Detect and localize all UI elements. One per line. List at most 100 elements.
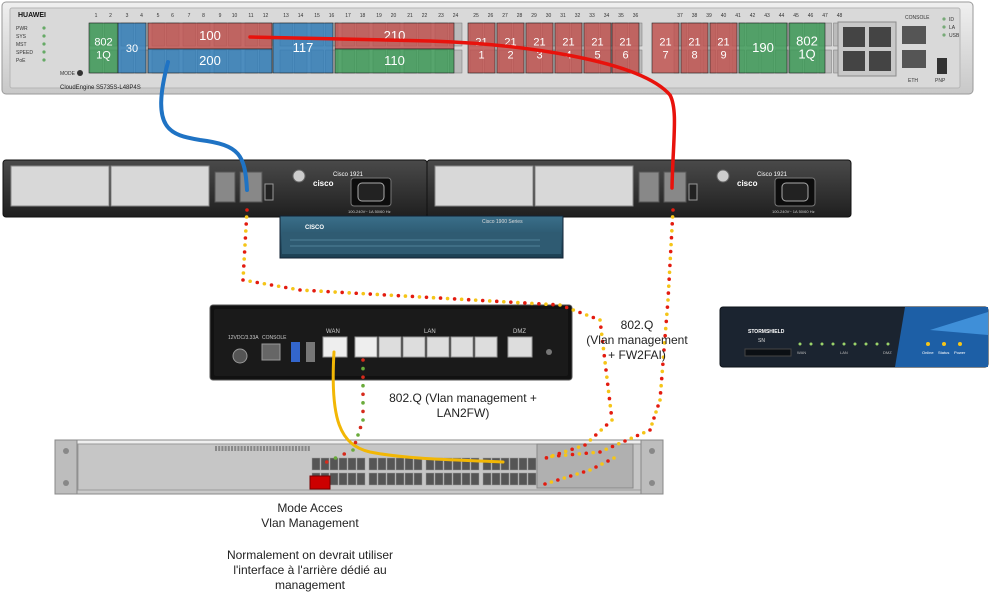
rack-port[interactable]	[320, 457, 330, 471]
fw-lan-port[interactable]	[354, 336, 378, 358]
router-port[interactable]	[638, 171, 660, 203]
link-dot	[594, 465, 598, 469]
port-number: 6	[171, 13, 174, 19]
rack-port[interactable]	[386, 472, 396, 486]
vlan-group: 210	[334, 22, 455, 50]
rack-vent	[231, 446, 233, 451]
rack-vent	[227, 446, 230, 451]
rack-port[interactable]	[338, 472, 348, 486]
router-port[interactable]	[663, 171, 687, 203]
sfp-port[interactable]	[843, 51, 865, 71]
console-port[interactable]	[902, 26, 926, 44]
rack-port[interactable]	[347, 472, 357, 486]
rack-port[interactable]	[377, 472, 387, 486]
rack-port[interactable]	[491, 472, 501, 486]
link-dot	[242, 264, 246, 268]
rack-port[interactable]	[395, 472, 405, 486]
link-dot	[666, 291, 671, 295]
blue-cable	[159, 60, 249, 192]
router-port[interactable]	[214, 171, 236, 203]
rack-port[interactable]	[356, 472, 366, 486]
rack-port[interactable]	[518, 457, 528, 471]
rack-port[interactable]	[425, 472, 435, 486]
rack-mgmt-port[interactable]	[309, 475, 331, 490]
rack-port[interactable]	[338, 457, 348, 471]
fw-lan-port[interactable]	[474, 336, 498, 358]
link-dot	[599, 332, 604, 337]
link-dot	[669, 242, 673, 247]
ss-status-label: Status	[938, 350, 949, 355]
fw-console-port[interactable]	[261, 343, 281, 361]
fw-usb-port-2[interactable]	[306, 342, 315, 362]
rack-port[interactable]	[404, 457, 414, 471]
rack-port[interactable]	[470, 472, 480, 486]
rack-port[interactable]	[395, 457, 405, 471]
link-dot	[276, 284, 281, 289]
rack-port[interactable]	[404, 472, 414, 486]
rack-port[interactable]	[470, 457, 480, 471]
router-usb[interactable]	[264, 183, 274, 201]
fw-dmz-port[interactable]	[507, 336, 533, 358]
link-dot	[664, 319, 669, 324]
port-number: 1	[95, 13, 98, 19]
status-led	[42, 34, 46, 38]
rack-port[interactable]	[500, 472, 510, 486]
fw-lan-port[interactable]	[426, 336, 450, 358]
router-usb[interactable]	[688, 183, 698, 201]
link-dot	[609, 411, 613, 415]
rack-port[interactable]	[368, 472, 378, 486]
rack-port[interactable]	[386, 457, 396, 471]
rack-port[interactable]	[311, 457, 321, 471]
link-dot	[635, 433, 640, 438]
rack-port[interactable]	[509, 457, 519, 471]
rack-port[interactable]	[461, 472, 471, 486]
rack-port[interactable]	[377, 457, 387, 471]
rack-port[interactable]	[368, 457, 378, 471]
rack-port[interactable]	[356, 457, 366, 471]
link-dot	[243, 236, 248, 240]
rack-port[interactable]	[500, 457, 510, 471]
link-dot	[487, 299, 492, 303]
usb-port[interactable]	[937, 58, 947, 74]
rack-port[interactable]	[491, 457, 501, 471]
rack-vent	[250, 446, 253, 451]
rack-vent	[237, 446, 240, 451]
rack-port[interactable]	[509, 472, 519, 486]
rack-port[interactable]	[452, 457, 462, 471]
rack-port[interactable]	[482, 472, 492, 486]
rack-port[interactable]	[518, 472, 528, 486]
rack-port[interactable]	[443, 472, 453, 486]
port-number: 48	[837, 13, 843, 19]
rack-port[interactable]	[443, 457, 453, 471]
stormshield-brand: STORMSHIELD	[748, 329, 785, 335]
router-port[interactable]	[239, 171, 263, 203]
rack-vent	[256, 446, 259, 451]
fw-lan-port[interactable]	[378, 336, 402, 358]
power-jack[interactable]	[232, 348, 248, 364]
rack-port[interactable]	[527, 457, 537, 471]
fw-lan-port[interactable]	[450, 336, 474, 358]
link-dot	[403, 294, 408, 298]
rack-port[interactable]	[461, 457, 471, 471]
rack-port[interactable]	[482, 457, 492, 471]
mode-button[interactable]	[77, 70, 83, 76]
rack-vent	[215, 446, 217, 451]
fw-lan-port[interactable]	[402, 336, 426, 358]
link-dot	[291, 286, 295, 291]
rack-port[interactable]	[413, 472, 423, 486]
rack-port[interactable]	[329, 472, 339, 486]
sfp-port[interactable]	[869, 51, 891, 71]
rack-port[interactable]	[347, 457, 357, 471]
rack-port[interactable]	[413, 457, 423, 471]
rack-port[interactable]	[434, 472, 444, 486]
sfp-port[interactable]	[843, 27, 865, 47]
port-number: 22	[422, 13, 428, 19]
sfp-port[interactable]	[869, 27, 891, 47]
fw-usb-port[interactable]	[291, 342, 300, 362]
eth-port[interactable]	[902, 50, 926, 68]
cables	[159, 35, 677, 464]
rack-port[interactable]	[329, 457, 339, 471]
rack-port[interactable]	[452, 472, 462, 486]
rack-port[interactable]	[527, 472, 537, 486]
